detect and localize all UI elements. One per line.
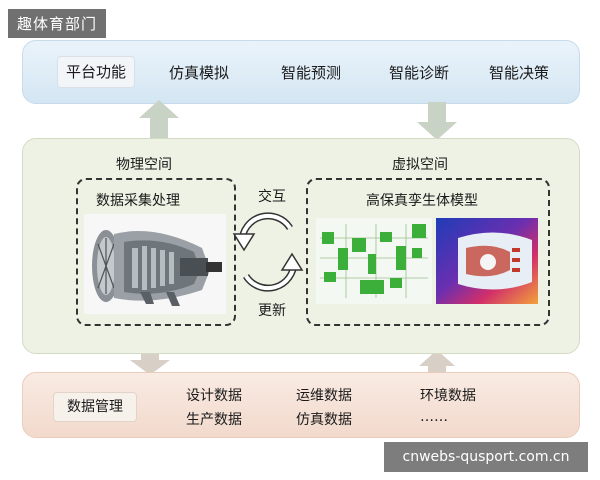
- interaction-label: 交互: [258, 189, 286, 205]
- schematic-model-image: [316, 218, 432, 304]
- data-management-title: 数据管理: [53, 392, 137, 422]
- watermark: cnwebs-qusport.com.cn: [384, 442, 588, 472]
- arrow-down-left-icon: [130, 352, 170, 375]
- data-ellipsis: ……: [420, 409, 448, 425]
- physical-box-title: 数据采集处理: [96, 193, 180, 209]
- physical-space-title: 物理空间: [116, 157, 172, 173]
- update-label: 更新: [258, 303, 286, 319]
- platform-item-simulation: 仿真模拟: [169, 64, 230, 82]
- arrow-up-left-icon: [139, 100, 179, 138]
- data-environment: 环境数据: [420, 388, 476, 404]
- arrow-up-right-icon: [419, 350, 455, 373]
- platform-title: 平台功能: [57, 56, 135, 88]
- platform-item-decision: 智能决策: [489, 64, 550, 82]
- physical-box: [76, 178, 236, 326]
- virtual-box-title: 高保真孪生体模型: [366, 193, 478, 209]
- virtual-space-title: 虚拟空间: [392, 157, 448, 173]
- platform-panel: 平台功能 仿真模拟 智能预测 智能诊断 智能决策: [22, 40, 580, 104]
- thermal-simulation-image: [436, 218, 538, 304]
- engine-image: [84, 214, 226, 314]
- data-operation: 运维数据: [296, 388, 352, 404]
- arrow-down-right-icon: [417, 102, 457, 140]
- data-management-panel: 数据管理 设计数据 生产数据 运维数据 仿真数据 环境数据 ……: [22, 372, 580, 438]
- platform-item-diagnosis: 智能诊断: [389, 64, 450, 82]
- data-design: 设计数据: [186, 388, 242, 404]
- platform-item-prediction: 智能预测: [281, 64, 342, 82]
- data-simulation: 仿真数据: [296, 412, 352, 428]
- corner-label: 趣体育部门: [8, 9, 107, 38]
- data-production: 生产数据: [186, 412, 242, 428]
- virtual-box: [306, 178, 550, 326]
- cycle-arrows-icon: [232, 212, 304, 292]
